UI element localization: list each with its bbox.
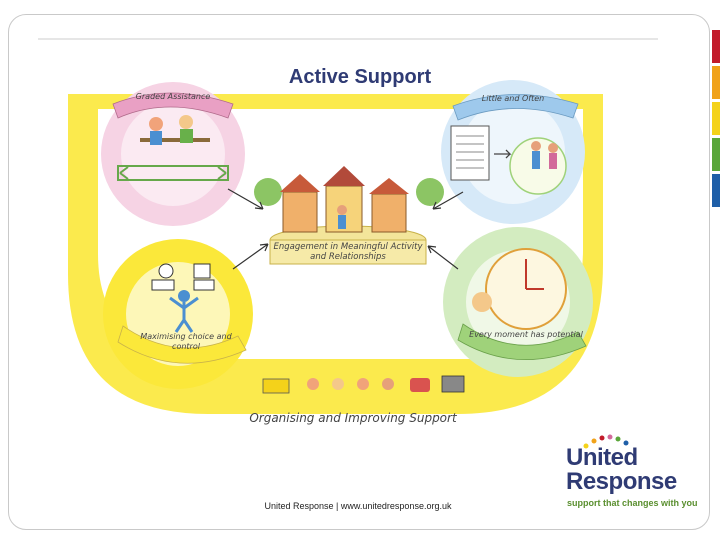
banner-maximising-choice: Maximising choice and control bbox=[140, 332, 232, 351]
footer-url[interactable]: United Response | www.unitedresponse.org… bbox=[264, 501, 452, 511]
logo-word-response: Response bbox=[566, 468, 677, 495]
logo-dots-icon bbox=[583, 434, 629, 449]
active-support-diagram: Graded Assistance Little and Often Engag… bbox=[58, 74, 640, 454]
banner-every-moment: Every moment has potential bbox=[469, 330, 583, 339]
side-bar-blue bbox=[712, 174, 720, 207]
logo-word-united: United bbox=[566, 444, 638, 471]
side-bar-green bbox=[712, 138, 720, 171]
organising-label: Organising and Improving Support bbox=[249, 411, 457, 425]
side-bar-orange bbox=[712, 66, 720, 99]
logo-tagline: support that changes with you bbox=[567, 498, 698, 508]
slide-title: Active Support bbox=[288, 66, 432, 88]
side-bar-red bbox=[712, 30, 720, 63]
header-rule bbox=[38, 38, 658, 40]
side-bar-yellow bbox=[712, 102, 720, 135]
slide-frame bbox=[8, 14, 710, 530]
banner-graded-assistance: Graded Assistance bbox=[135, 92, 211, 101]
diagram-illustration bbox=[68, 80, 603, 414]
side-color-bars bbox=[712, 30, 720, 210]
engagement-label: Engagement in Meaningful Activity and Re… bbox=[273, 242, 423, 262]
united-response-logo: United Response support that changes wit… bbox=[562, 432, 702, 514]
banner-little-and-often: Little and Often bbox=[481, 94, 545, 103]
